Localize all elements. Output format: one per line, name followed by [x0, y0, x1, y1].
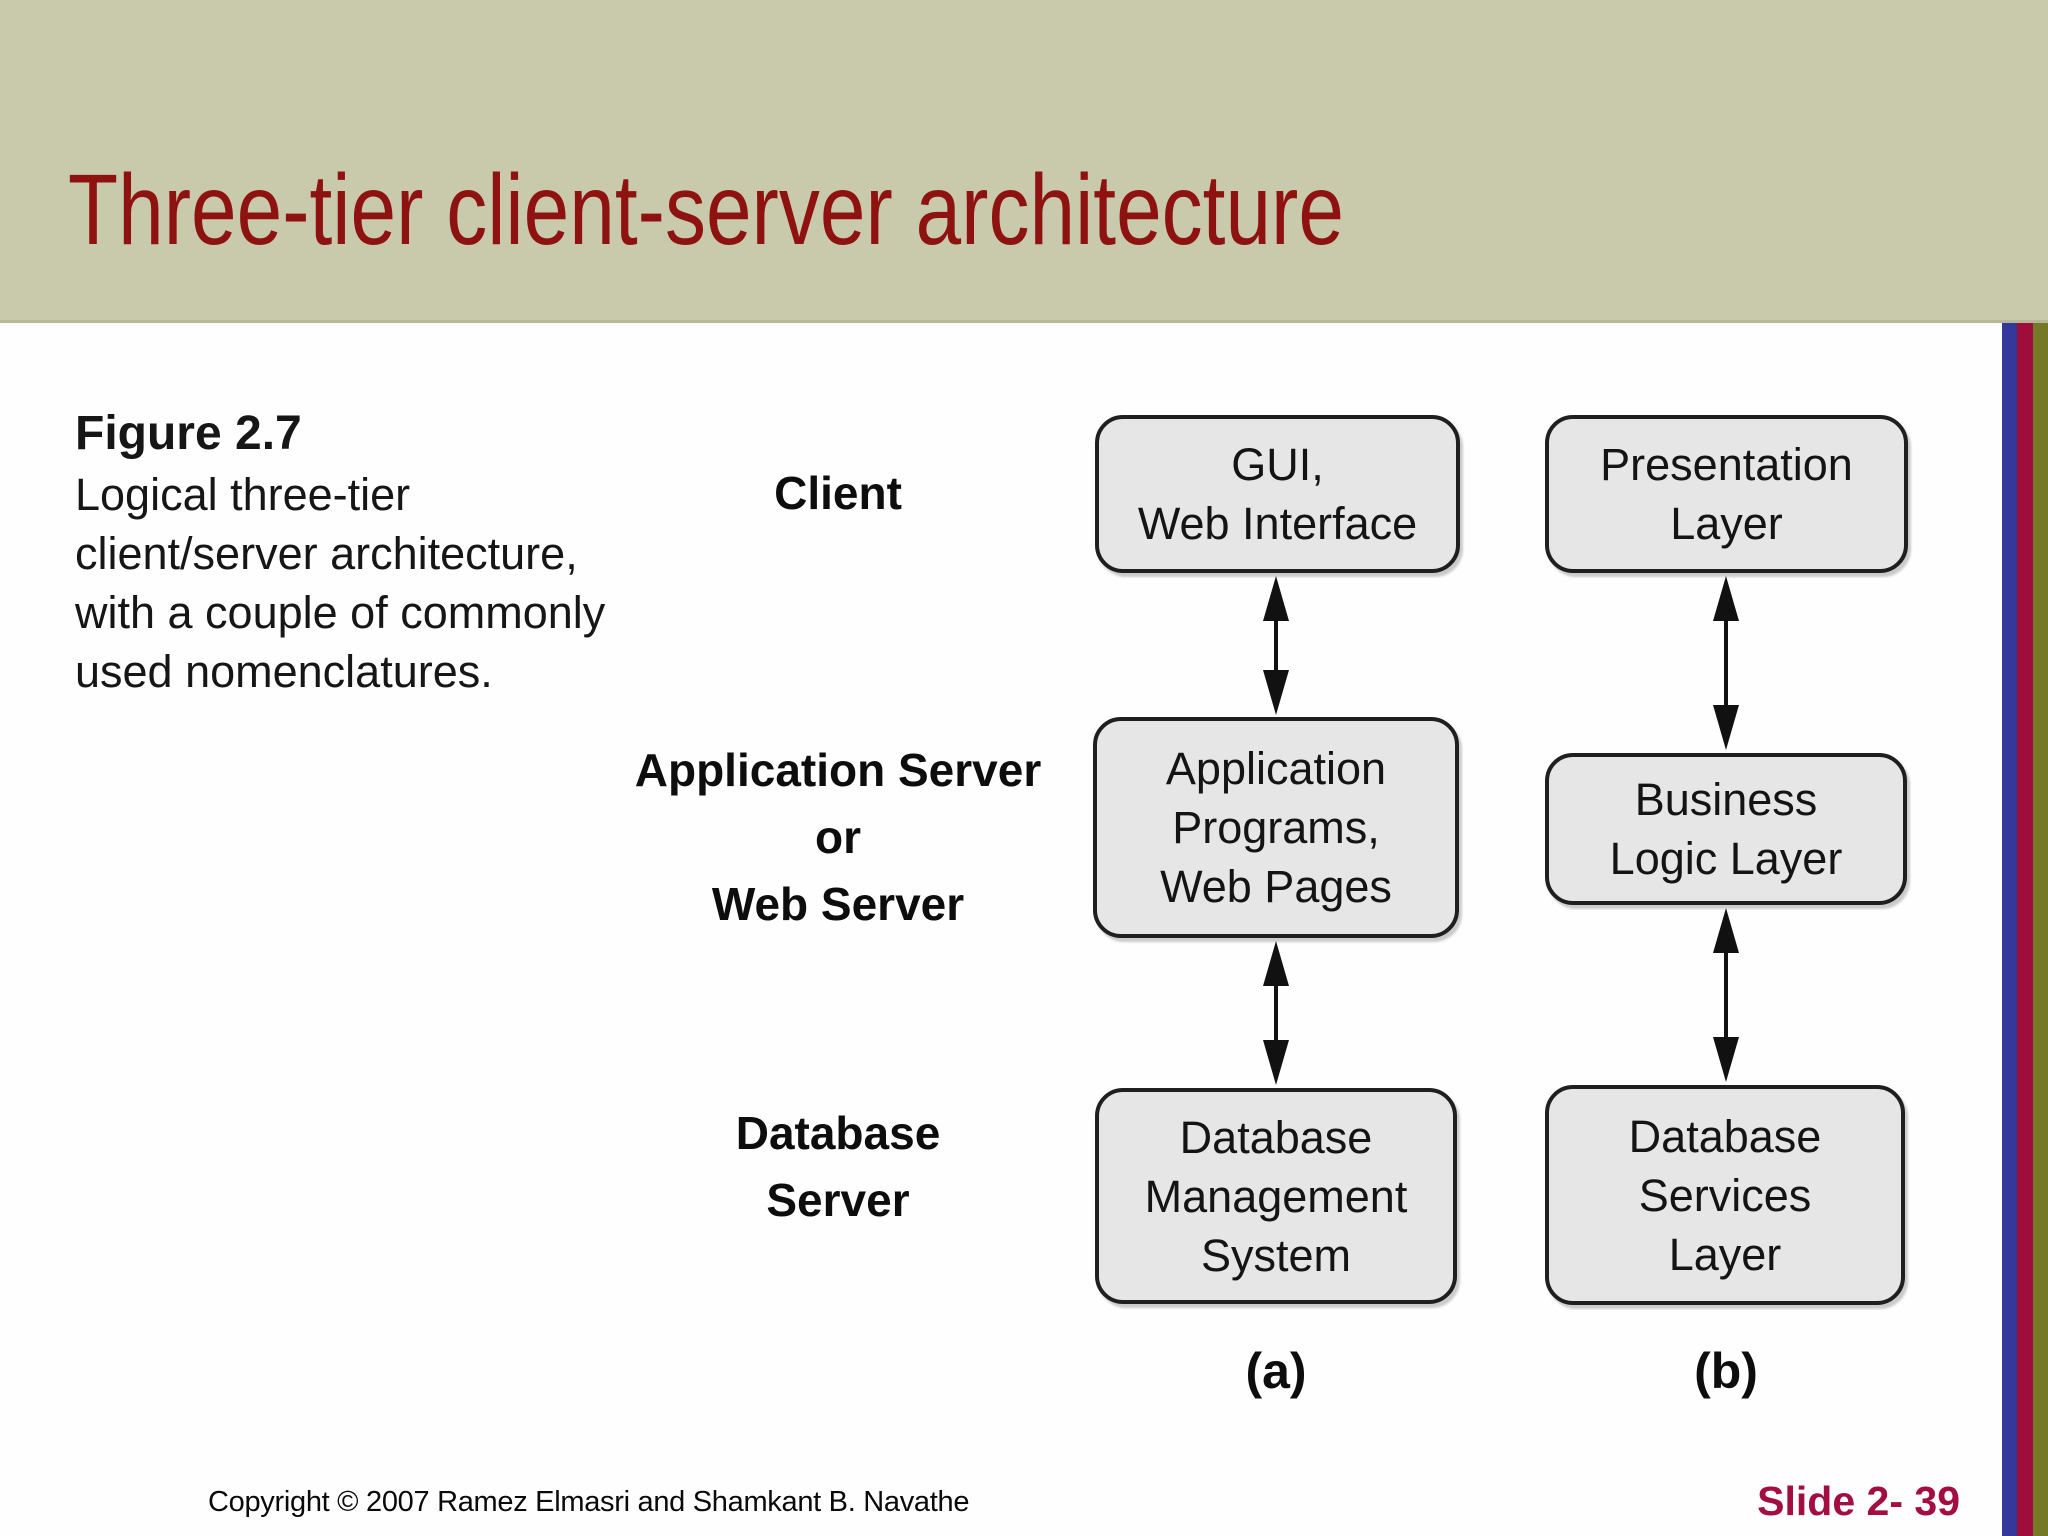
tier-label-line: Web Server: [711, 878, 965, 930]
edge-stripe-crimson: [2017, 323, 2033, 1536]
vertical-double-arrow-icon: [1713, 576, 1739, 750]
diagram-box-database-services-layer: Database Services Layer: [1545, 1085, 1905, 1305]
box-text-line: Layer: [1668, 1228, 1782, 1280]
diagram-box-database-management-system: Database Management System: [1095, 1088, 1457, 1304]
box-text-line: GUI,: [1231, 439, 1324, 490]
diagram-box-gui-web-interface: GUI, Web Interface: [1095, 415, 1460, 573]
tier-label-line: Database: [735, 1107, 941, 1159]
diagram-box-business-logic-layer: Business Logic Layer: [1545, 753, 1907, 905]
tier-label-application-server: Application Server or Web Server: [608, 737, 1068, 938]
box-text-line: Web Interface: [1137, 498, 1418, 549]
vertical-double-arrow-icon: [1263, 576, 1289, 715]
edge-stripe-blue: [2002, 323, 2017, 1536]
figure-caption-line: client/server architecture,: [75, 528, 578, 579]
slide-title: Three-tier client-server architecture: [68, 154, 1344, 266]
tier-label-line: or: [815, 811, 861, 863]
diagram-box-presentation-layer: Presentation Layer: [1545, 415, 1908, 573]
box-text-line: Programs,: [1172, 802, 1380, 853]
box-text-line: Layer: [1670, 498, 1783, 549]
figure-caption: Figure 2.7 Logical three-tier client/ser…: [75, 403, 695, 701]
slide-number-badge: Slide 2- 39: [1757, 1478, 1960, 1524]
tier-label-client: Client: [688, 460, 988, 527]
box-text-line: Application: [1165, 743, 1387, 794]
vertical-double-arrow-icon: [1713, 908, 1739, 1082]
edge-stripe-olive: [2033, 323, 2048, 1536]
box-text-line: System: [1200, 1229, 1352, 1281]
column-caption-b: (b): [1694, 1343, 1758, 1399]
figure-caption-line: used nomenclatures.: [75, 646, 493, 697]
box-text-line: Database: [1179, 1111, 1373, 1163]
box-text-line: Web Pages: [1160, 861, 1392, 912]
box-text-line: Database: [1628, 1110, 1822, 1162]
box-text-line: Management: [1144, 1170, 1408, 1222]
box-text-line: Business: [1634, 774, 1818, 825]
tier-label-line: Server: [766, 1174, 910, 1226]
vertical-double-arrow-icon: [1263, 941, 1289, 1085]
tier-label-line: Application Server: [634, 744, 1042, 796]
figure-caption-line: Logical three-tier: [75, 469, 411, 520]
header-band: Three-tier client-server architecture: [0, 0, 2048, 323]
footer-copyright: Copyright © 2007 Ramez Elmasri and Shamk…: [208, 1486, 970, 1518]
column-caption-a: (a): [1245, 1343, 1307, 1399]
tier-label-line: Client: [774, 467, 902, 519]
figure-caption-title: Figure 2.7: [75, 407, 302, 460]
tier-label-database-server: Database Server: [688, 1100, 988, 1234]
box-text-line: Services: [1638, 1169, 1812, 1221]
figure-caption-line: with a couple of commonly: [75, 587, 606, 638]
box-text-line: Presentation: [1600, 439, 1853, 490]
box-text-line: Logic Layer: [1609, 833, 1843, 884]
diagram-box-application-programs: Application Programs, Web Pages: [1093, 717, 1459, 938]
